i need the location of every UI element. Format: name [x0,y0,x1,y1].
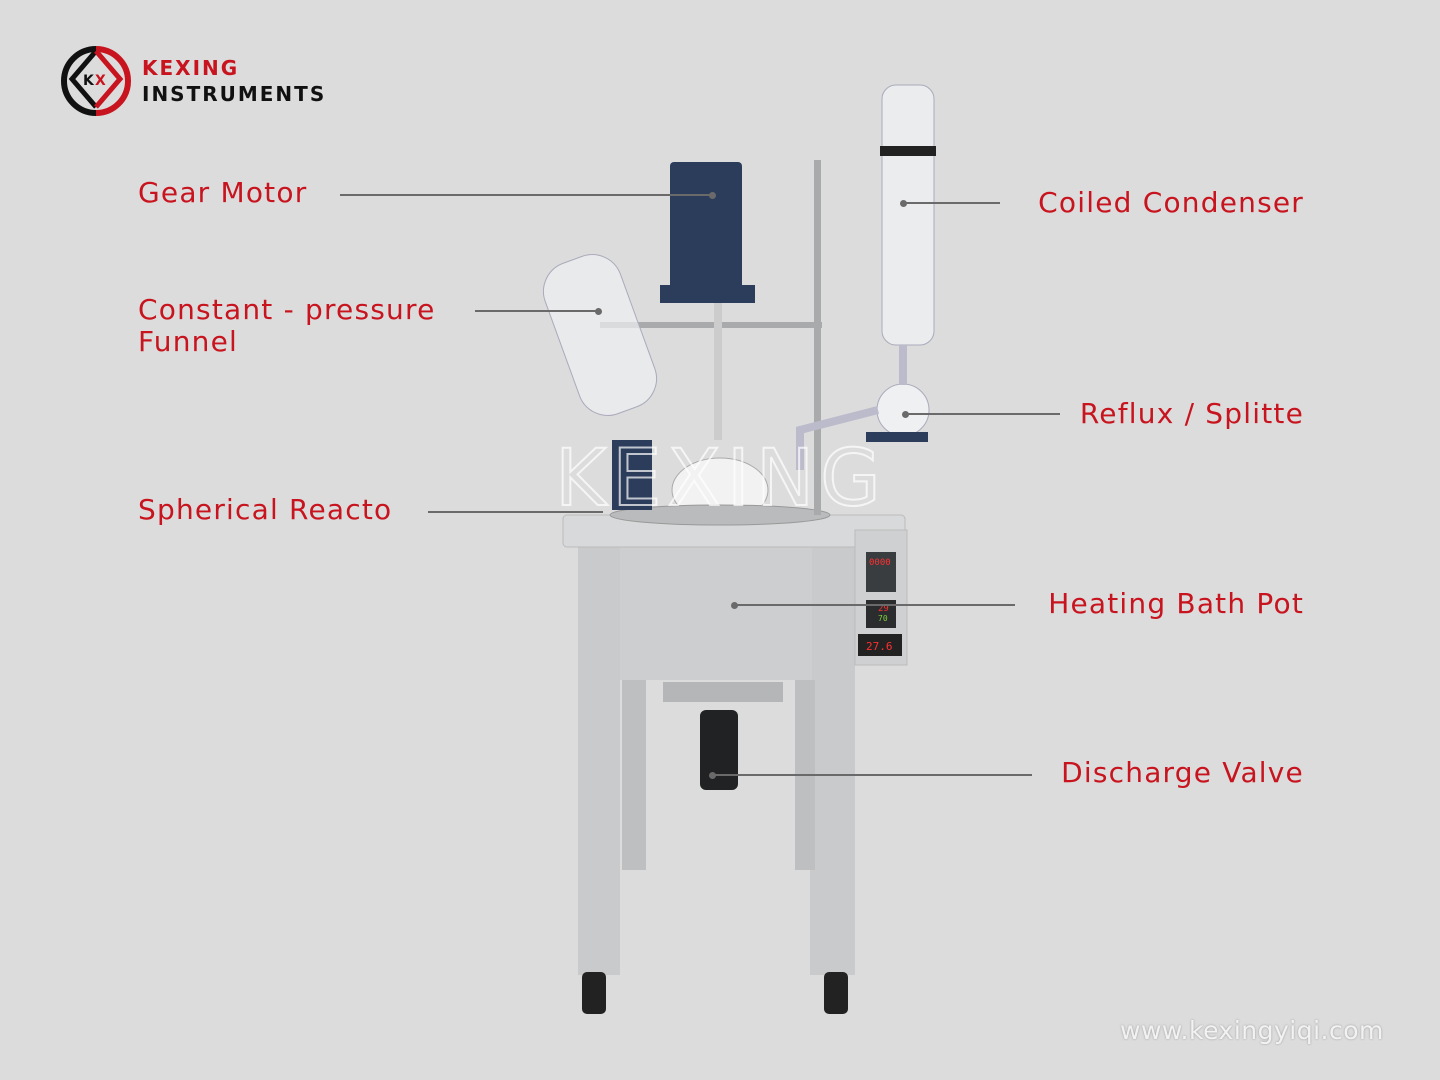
label-reactor: Spherical Reacto [138,493,393,526]
label-valve: Discharge Valve [1061,756,1304,789]
center-watermark: KEXING [555,434,887,524]
leader-line [735,604,1015,606]
svg-text:X: X [95,73,106,89]
gear-motor [670,162,742,302]
brand-subtitle: INSTRUMENTS [142,82,327,106]
label-funnel: Constant - pressure [138,293,436,326]
website-watermark: www.kexingyiqi.com [1120,1016,1384,1045]
temp-display: 27.6 [866,640,893,653]
caster [582,972,606,1014]
leader-line [712,774,1032,776]
leader-dot [902,411,909,418]
leg [578,545,620,975]
leader-dot [709,192,716,199]
label-condenser: Coiled Condenser [1038,186,1304,219]
leader-dot [595,308,602,315]
brand-name: KEXING [142,56,240,80]
leader-line [428,511,603,513]
reflux-splitter [876,383,930,437]
bath-body [620,545,812,680]
kexing-logo: K X [61,46,131,116]
label-reflux: Reflux / Splitte [1079,397,1304,430]
svg-text:K: K [83,73,95,89]
leg [810,545,855,975]
label-gear-motor: Gear Motor [138,176,308,209]
leader-line [903,202,1000,204]
coiled-condenser [881,84,935,346]
leader-dot [900,200,907,207]
leader-dot [709,772,716,779]
temp-pv-display: 70 [878,614,888,623]
leader-line [905,413,1060,415]
speed-display: 0000 [869,558,891,568]
discharge-valve [700,710,738,790]
caster [824,972,848,1014]
leader-dot [731,602,738,609]
leg [622,680,646,870]
leader-line [340,194,712,196]
label-bath: Heating Bath Pot [1048,587,1304,620]
leader-line [475,310,598,312]
label-funnel-line2: Funnel [138,325,239,358]
temp-set-display: 29 [878,604,889,614]
funnel [543,254,657,416]
